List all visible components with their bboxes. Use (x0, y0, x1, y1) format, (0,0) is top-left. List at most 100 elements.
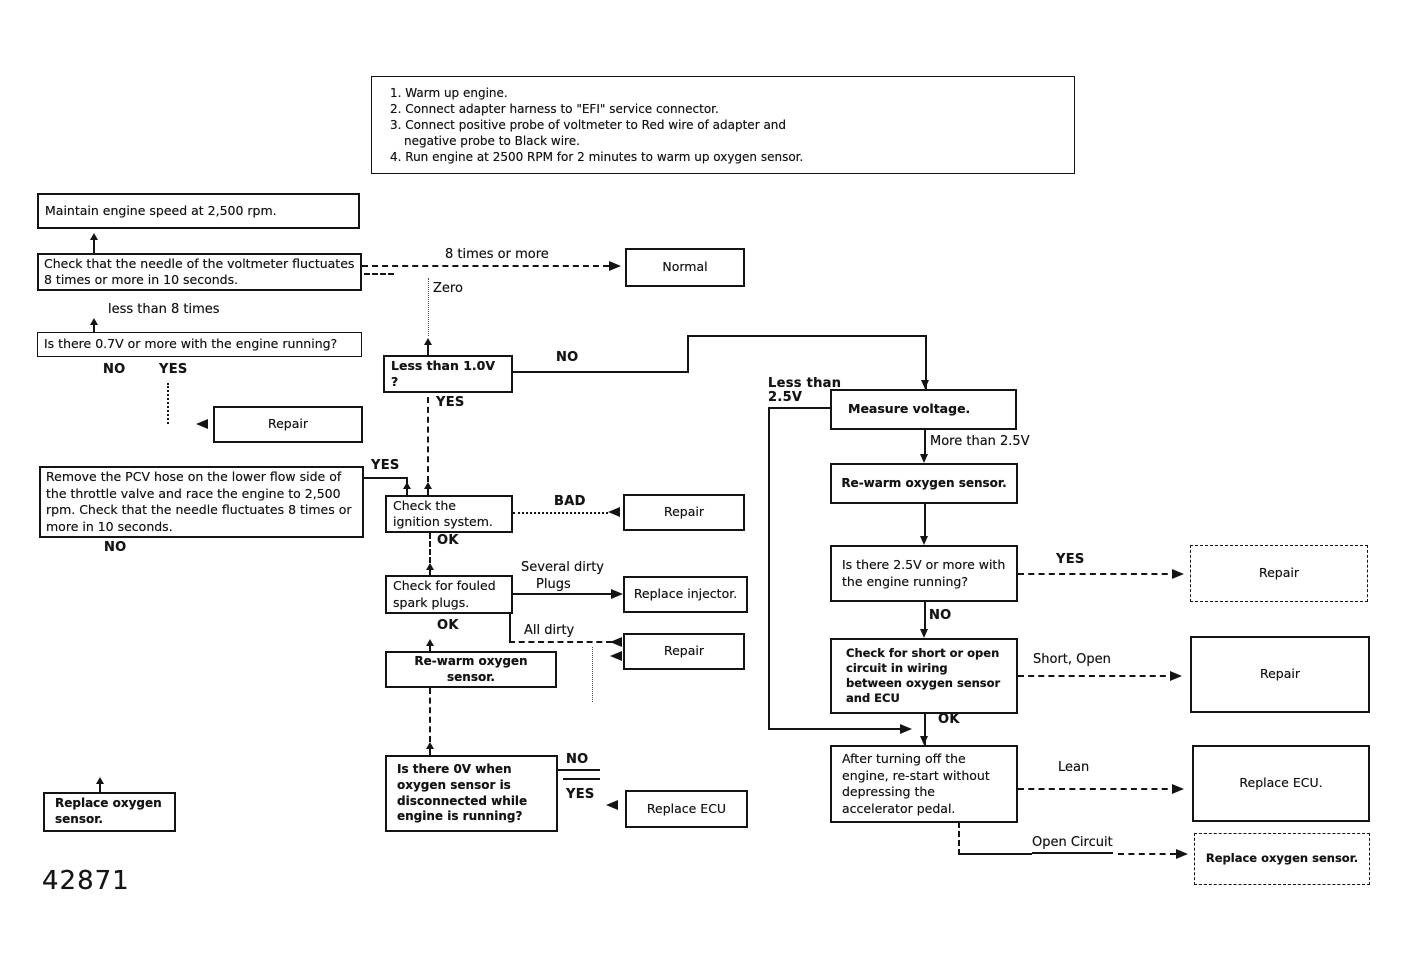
flow-line (925, 335, 927, 389)
node-rewarm-right: Re-warm oxygen sensor. (830, 463, 1018, 504)
node-text: Repair (1258, 565, 1300, 581)
node-text: Replace ECU (646, 800, 727, 816)
edge-label-no: NO (566, 752, 589, 767)
node-repair-4: Repair (1190, 545, 1368, 602)
node-repair-2: Repair (623, 494, 745, 531)
prep-line: 1. Warm up engine. (390, 86, 508, 100)
edge-label-lean: Lean (1058, 760, 1090, 775)
flow-line (513, 512, 608, 514)
node-measure-voltage: Measure voltage. (830, 389, 1017, 430)
flow-line (687, 335, 927, 337)
flow-line (958, 853, 1032, 855)
node-check-needle: Check that the needle of the voltmeter f… (37, 253, 362, 291)
node-repair-3: Repair (623, 633, 745, 670)
arrowhead (920, 536, 928, 545)
edge-label-more-than-25v: More than 2.5V (930, 434, 1030, 449)
prep-line: negative probe to Black wire. (404, 134, 580, 148)
flow-arrow (424, 338, 432, 355)
edge-label-8-times: 8 times or more (445, 247, 549, 262)
node-spark-plugs: Check for fouled spark plugs. (385, 575, 513, 614)
node-text: Repair (663, 504, 705, 520)
figure-number: 42871 (42, 866, 130, 896)
node-repair-5: Repair (1190, 636, 1370, 713)
node-text: Measure voltage. (848, 401, 971, 417)
node-repair-1: Repair (213, 406, 363, 443)
edge-label-25v: 2.5V (768, 390, 803, 405)
node-rewarm-mid: Re-warm oxygen sensor. (385, 651, 557, 688)
arrowhead (610, 651, 622, 661)
flow-line (509, 614, 511, 643)
flow-line (362, 265, 609, 267)
node-text: Replace oxygen sensor. (55, 796, 162, 826)
flow-arrow (403, 482, 411, 495)
node-text: Check for short or open circuit in wirin… (846, 645, 1001, 706)
node-question-0v: Is there 0V when oxygen sensor is discon… (385, 755, 558, 832)
flow-arrow (96, 777, 104, 792)
arrowhead (611, 589, 623, 599)
node-replace-ecu-mid: Replace ECU (625, 790, 748, 828)
node-text: Less than 1.0V ? (391, 357, 496, 390)
node-less-than-1v: Less than 1.0V ? (383, 355, 513, 393)
node-question-07v: Is there 0.7V or more with the engine ru… (37, 332, 362, 357)
arrowhead (1172, 784, 1184, 794)
flow-arrow (424, 482, 432, 495)
edge-label-yes: YES (566, 787, 595, 802)
node-question-25v: Is there 2.5V or more with the engine ru… (830, 545, 1018, 602)
flow-arrow (426, 563, 434, 575)
flow-line (429, 688, 431, 742)
node-text: Re-warm oxygen sensor. (414, 653, 528, 684)
node-text: Replace injector. (633, 586, 738, 602)
edge-label-several-dirty: Several dirty (521, 560, 604, 575)
edge-label-yes: YES (436, 395, 465, 410)
edge-label-no: NO (103, 362, 126, 377)
flow-line (1118, 853, 1176, 855)
flow-line (1018, 788, 1178, 790)
node-text: Re-warm oxygen sensor. (841, 475, 1007, 490)
edge-label-ok: OK (938, 712, 960, 727)
flow-line (509, 641, 612, 643)
edge-label-no: NO (104, 540, 127, 555)
flow-line (924, 602, 926, 632)
flow-line (513, 593, 613, 595)
edge-label-bad: BAD (554, 494, 586, 509)
flow-line (768, 407, 830, 409)
node-replace-o2-right: Replace oxygen sensor. (1194, 833, 1370, 885)
flow-arrow (90, 318, 98, 332)
flow-line (924, 430, 926, 457)
edge-label-yes: YES (1056, 552, 1085, 567)
node-replace-o2-left: Replace oxygen sensor. (43, 792, 176, 832)
node-replace-injector: Replace injector. (623, 576, 748, 613)
arrowhead (921, 380, 929, 389)
edge-label-short-open: Short, Open (1033, 652, 1111, 667)
arrowhead (1172, 569, 1184, 579)
edge-label-all-dirty: All dirty (524, 623, 575, 638)
node-text: Repair (663, 643, 705, 659)
edge-label-yes: YES (371, 458, 400, 473)
flow-line (428, 278, 429, 336)
arrowhead (1176, 849, 1188, 859)
arrowhead (900, 724, 912, 734)
edge-label-no: NO (556, 350, 579, 365)
prep-instructions-box: 1. Warm up engine. 2. Connect adapter ha… (371, 76, 1075, 174)
prep-line: 4. Run engine at 2500 RPM for 2 minutes … (390, 150, 804, 164)
flow-line (924, 504, 926, 539)
flow-arrow (426, 742, 434, 755)
flow-line (364, 273, 394, 275)
flow-line (768, 728, 908, 730)
node-text: Repair (267, 416, 309, 432)
node-text: Replace ECU. (1239, 775, 1323, 791)
node-text: Check that the needle of the voltmeter f… (44, 255, 355, 288)
arrowhead (920, 736, 928, 745)
node-text: Replace oxygen sensor. (1205, 851, 1359, 866)
node-text: Is there 0V when oxygen sensor is discon… (397, 761, 528, 824)
flow-line (513, 371, 689, 373)
edge-label-open-circuit: Open Circuit (1032, 835, 1113, 855)
flow-arrow (90, 233, 98, 253)
node-replace-ecu-right: Replace ECU. (1192, 745, 1370, 822)
edge-label-ok: OK (437, 618, 459, 633)
flow-line (1018, 675, 1176, 677)
node-text: Is there 2.5V or more with the engine ru… (842, 557, 1006, 589)
node-pcv-hose: Remove the PCV hose on the lower flow si… (39, 466, 364, 538)
flow-line (558, 769, 600, 771)
